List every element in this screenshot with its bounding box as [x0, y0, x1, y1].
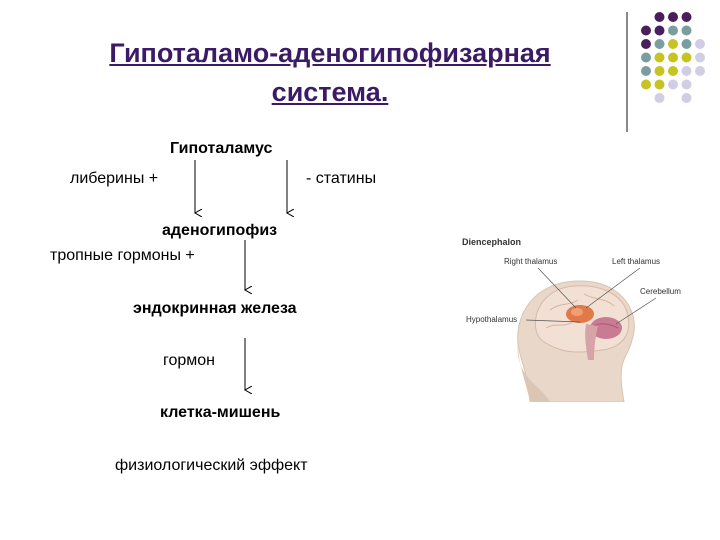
statins-label: - статины: [306, 170, 377, 187]
diencephalon-figure: Diencephalon Right thalamus Left thalamu…: [462, 237, 681, 402]
title-line-1: Гипоталамо-аденогипофизарная: [109, 38, 551, 68]
adenohypophysis-label: аденогипофиз: [162, 222, 278, 239]
face-shadow: [517, 344, 550, 402]
decorative-divider: [626, 12, 628, 132]
physiological-effect-label: физиологический эффект: [115, 457, 308, 474]
cerebellum-shape: [590, 317, 622, 339]
brainstem-shape: [585, 324, 598, 360]
liberins-label: либерины +: [70, 170, 159, 187]
hypothalamus-caption: Hypothalamus: [466, 315, 517, 324]
right-thalamus-caption: Right thalamus: [504, 257, 557, 266]
title-line-2: система.: [271, 77, 389, 108]
target-cell-label: клетка-мишень: [160, 404, 281, 421]
left-thalamus-caption: Left thalamus: [612, 257, 660, 266]
cerebellum-caption: Cerebellum: [640, 287, 681, 296]
hormone-label: гормон: [163, 352, 216, 369]
tropic-hormones-label: тропные гормоны +: [50, 247, 195, 264]
hypothalamus-label: Гипоталамус: [170, 140, 273, 157]
endocrine-gland-label: эндокринная железа: [133, 300, 297, 317]
figure-heading: Diencephalon: [462, 237, 521, 247]
slide-title: Гипоталамо-аденогипофизарная система.: [40, 34, 620, 112]
